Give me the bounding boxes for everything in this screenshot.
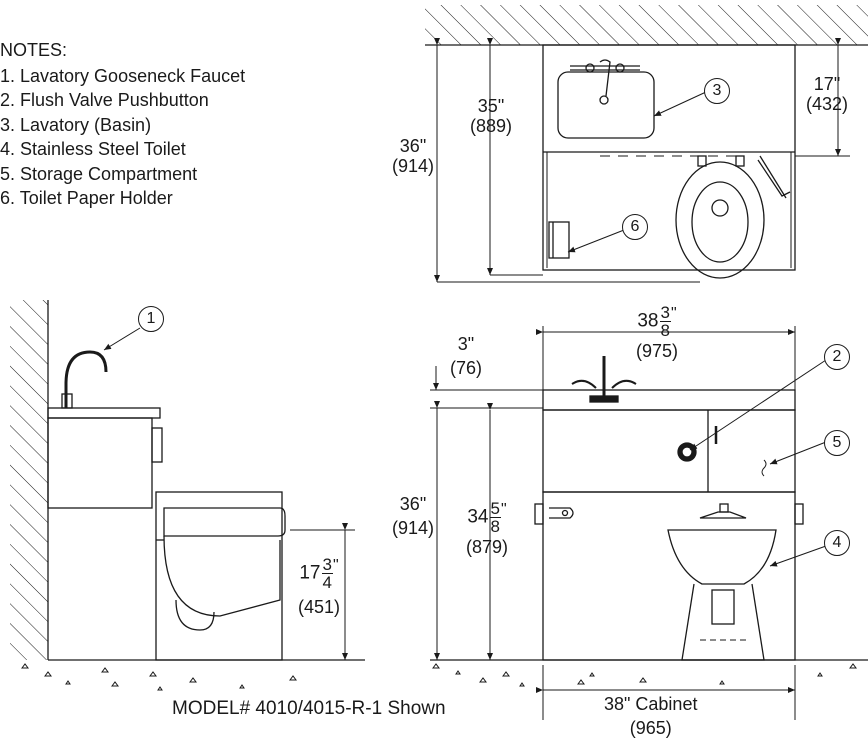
dim-whole: 17 bbox=[299, 562, 321, 584]
dim-plan-inner: 35" (889) bbox=[470, 96, 512, 136]
dim-text: (451) bbox=[298, 597, 341, 617]
dim-text: (965) bbox=[629, 718, 672, 738]
callout-3: 3 bbox=[704, 78, 730, 104]
wall-hatch-top bbox=[425, 5, 868, 45]
dim-text: 35" bbox=[477, 96, 505, 116]
dim-num: 3 bbox=[659, 303, 671, 322]
front-lower-cabinet bbox=[542, 491, 796, 661]
dim-plan-height: 36" (914) bbox=[392, 136, 434, 176]
note-item: 2. Flush Valve Pushbutton bbox=[0, 90, 209, 110]
dim-text: 3" bbox=[457, 334, 475, 354]
note-item: 1. Lavatory Gooseneck Faucet bbox=[0, 65, 246, 86]
dim-text: 36" bbox=[399, 494, 427, 514]
dim-den: 4 bbox=[322, 573, 332, 592]
dim-cabinet-width: 38" Cabinet (965) bbox=[604, 694, 697, 738]
dim-text: (879) bbox=[466, 537, 509, 557]
dim-splash: 3" (76) bbox=[450, 334, 482, 378]
front-view bbox=[430, 326, 868, 720]
note-item: 5. Storage Compartment bbox=[0, 163, 198, 184]
note-item: 6. Toilet Paper Holder bbox=[0, 188, 173, 208]
side-toilet-bowl bbox=[163, 535, 281, 617]
dim-num: 3 bbox=[321, 555, 333, 574]
wall-hatch-side bbox=[10, 300, 48, 660]
dim-basin-depth: 17" (432) bbox=[806, 74, 848, 114]
callout-5: 5 bbox=[824, 430, 850, 456]
dim-num: 5 bbox=[489, 499, 501, 518]
dim-den: 8 bbox=[490, 517, 500, 536]
notes-block: NOTES: 1. Lavatory Gooseneck Faucet 2. F… bbox=[0, 38, 245, 211]
dim-text: 38" Cabinet bbox=[604, 694, 698, 714]
dim-front-height: 36" (914) bbox=[392, 494, 434, 538]
callout-4: 4 bbox=[824, 530, 850, 556]
callout-6: 6 bbox=[622, 214, 648, 240]
dim-text: (889) bbox=[470, 116, 513, 136]
side-view bbox=[10, 300, 365, 661]
floor-gravel bbox=[21, 663, 857, 691]
model-caption: MODEL# 4010/4015-R-1 Shown bbox=[172, 698, 446, 719]
dim-text: (914) bbox=[392, 518, 435, 538]
dim-text: 17" bbox=[813, 74, 841, 94]
dim-text: (975) bbox=[636, 341, 679, 361]
dim-whole: 34 bbox=[467, 506, 489, 528]
callout-1: 1 bbox=[138, 306, 164, 332]
front-toilet-bowl bbox=[667, 529, 777, 585]
note-item: 3. Lavatory (Basin) bbox=[0, 114, 152, 135]
plan-cabinet bbox=[542, 44, 796, 271]
note-item: 4. Stainless Steel Toilet bbox=[0, 139, 186, 159]
plan-paper-holder bbox=[548, 221, 570, 259]
notes-title: NOTES: bbox=[0, 40, 68, 60]
callout-2: 2 bbox=[824, 344, 850, 370]
dim-den: 8 bbox=[660, 321, 670, 340]
plan-view bbox=[425, 5, 868, 283]
notes-list: 1. Lavatory Gooseneck Faucet 2. Flush Va… bbox=[0, 64, 245, 211]
plan-toilet-bowl bbox=[675, 161, 765, 279]
dim-text: (76) bbox=[450, 358, 483, 378]
plan-basin bbox=[557, 71, 655, 139]
dim-text: (432) bbox=[806, 94, 849, 114]
dim-text: (914) bbox=[392, 156, 435, 176]
side-faucet bbox=[64, 350, 108, 408]
dim-whole: 38 bbox=[637, 310, 659, 332]
dim-text: 36" bbox=[399, 136, 427, 156]
